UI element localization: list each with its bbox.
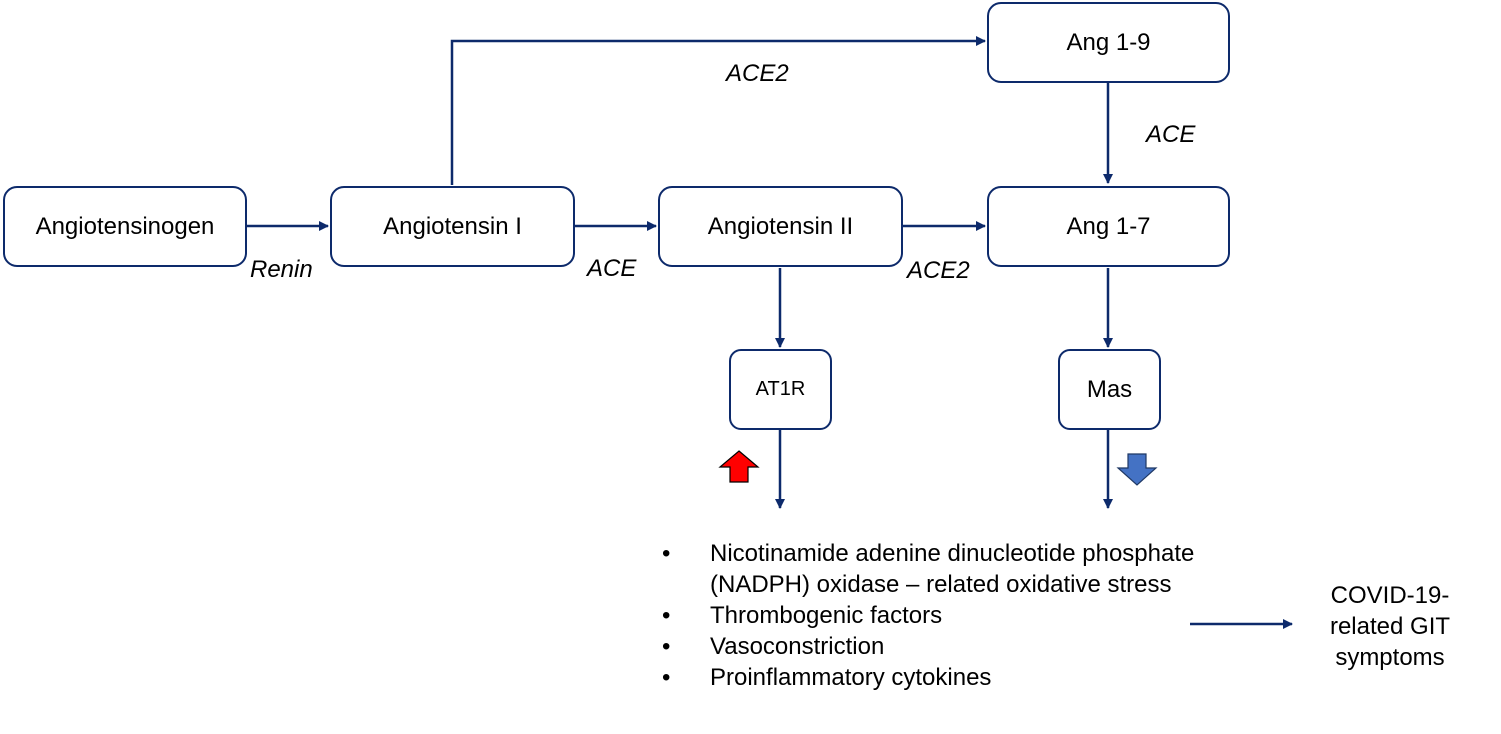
node-angiotensin-1: Angiotensin I — [330, 186, 575, 267]
node-ang-1-9: Ang 1-9 — [987, 2, 1230, 83]
effect-item: Thrombogenic factors — [660, 600, 1200, 631]
node-angiotensin-2: Angiotensin II — [658, 186, 903, 267]
arrow-angiotensin-1-to-ang-1-9 — [450, 36, 986, 185]
enzyme-label-ace2-top: ACE2 — [726, 60, 789, 87]
node-at1r-label: AT1R — [755, 378, 806, 400]
effect-item: Proinflammatory cytokines — [660, 662, 1200, 693]
node-mas: Mas — [1058, 349, 1161, 430]
node-mas-label: Mas — [1086, 375, 1133, 403]
node-ang-1-7: Ang 1-7 — [987, 186, 1230, 267]
node-angiotensinogen-label: Angiotensinogen — [35, 212, 215, 240]
enzyme-label-ace-main: ACE — [587, 255, 637, 282]
node-angiotensin-1-label: Angiotensin I — [383, 212, 522, 240]
effects-list: Nicotinamide adenine dinucleotide phosph… — [660, 538, 1200, 693]
effect-item: Vasoconstriction — [660, 631, 1200, 662]
enzyme-label-renin: Renin — [250, 256, 313, 283]
node-ang-1-7-label: Ang 1-7 — [1066, 212, 1151, 240]
node-angiotensin-2-label: Angiotensin II — [707, 212, 854, 240]
down-arrow-icon — [1116, 453, 1158, 486]
enzyme-label-ace2-main: ACE2 — [907, 257, 970, 284]
node-at1r: AT1R — [729, 349, 832, 430]
enzyme-label-ace-right: ACE — [1146, 121, 1196, 148]
outcome-label: COVID-19-related GIT symptoms — [1329, 582, 1451, 671]
node-ang-1-9-label: Ang 1-9 — [1066, 28, 1151, 56]
effect-item: Nicotinamide adenine dinucleotide phosph… — [660, 538, 1200, 600]
node-angiotensinogen: Angiotensinogen — [3, 186, 247, 267]
up-arrow-icon — [718, 450, 760, 483]
